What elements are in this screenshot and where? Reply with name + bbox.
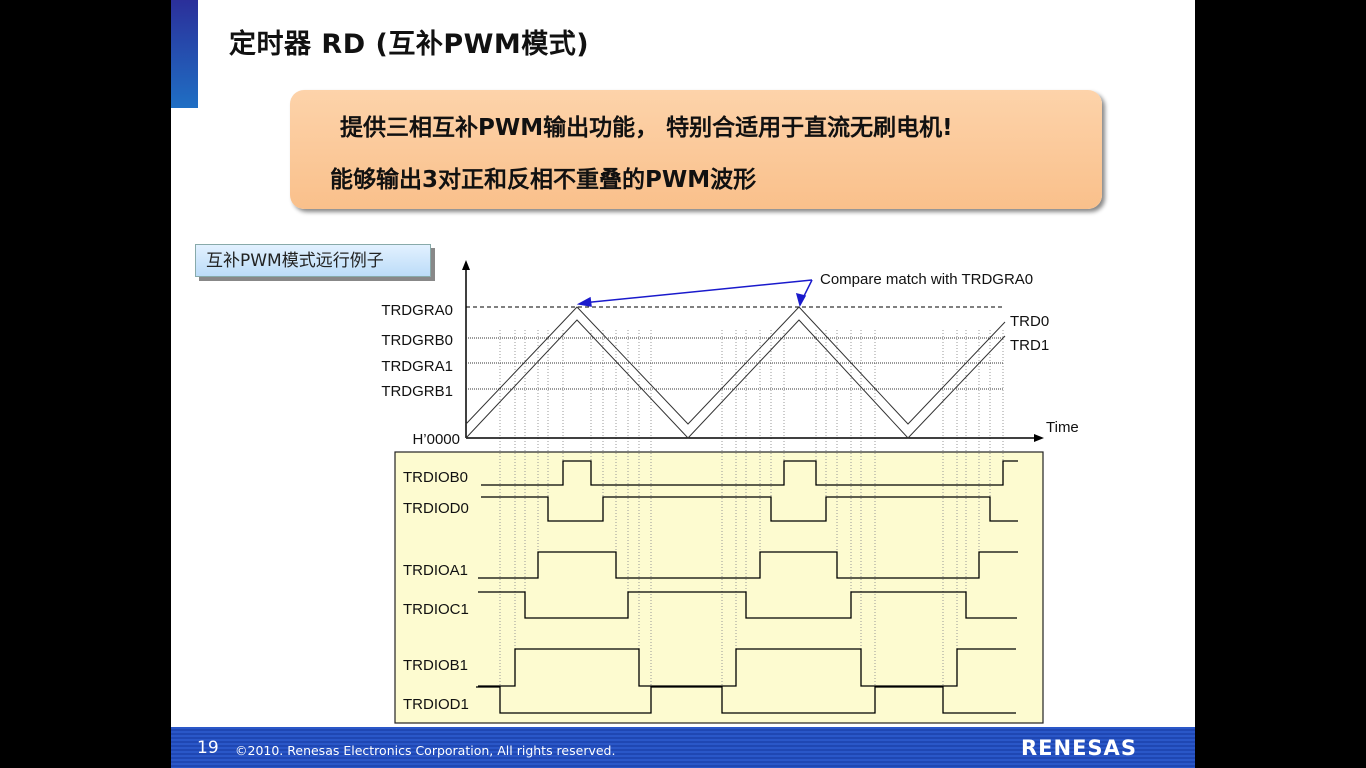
series-label: TRD1 <box>1010 337 1049 354</box>
level-label: TRDGRB1 <box>381 383 453 400</box>
trd0-wave <box>465 306 1006 425</box>
level-label: TRDGRA1 <box>381 358 453 375</box>
copyright: ©2010. Renesas Electronics Corporation, … <box>235 743 616 758</box>
callout-line-1: 提供三相互补PWM输出功能， 特别合适用于直流无刷电机! <box>340 115 953 141</box>
waveform-panel <box>394 451 1044 724</box>
pwm-signal <box>478 591 1017 619</box>
compare-match-arrows <box>576 279 813 307</box>
callout-line-2: 能够输出3对正和反相不重叠的PWM波形 <box>330 167 757 193</box>
signal-label: TRDIOD0 <box>403 500 469 517</box>
slide-title: 定时器 RD (互补PWM模式) <box>229 29 590 60</box>
level-label: TRDGRA0 <box>381 302 453 319</box>
trd1-wave <box>465 319 1006 439</box>
slide: 定时器 RD (互补PWM模式) 提供三相互补PWM输出功能， 特别合适用于直流… <box>171 0 1195 768</box>
time-label: Time <box>1046 419 1079 436</box>
y-axis-arrow-icon <box>462 260 470 270</box>
accent-bar <box>171 0 198 108</box>
x-axis-arrow-icon <box>1034 434 1044 442</box>
compare-match-annotation: Compare match with TRDGRA0 <box>820 271 1033 288</box>
signal-label: TRDIOB0 <box>403 469 468 486</box>
axes <box>465 266 1036 439</box>
page-number: 19 <box>197 738 219 758</box>
dotted-guides <box>499 330 1004 713</box>
level-label: H’0000 <box>412 431 460 448</box>
example-label: 互补PWM模式远行例子 <box>195 244 431 277</box>
signal-label: TRDIOD1 <box>403 696 469 713</box>
level-lines <box>466 306 1003 390</box>
footer: 19 ©2010. Renesas Electronics Corporatio… <box>171 727 1195 768</box>
series-label: TRD0 <box>1010 313 1049 330</box>
pwm-signal <box>481 460 1018 486</box>
pwm-signal <box>481 496 1018 522</box>
level-label: TRDGRB0 <box>381 332 453 349</box>
signal-label: TRDIOC1 <box>403 601 469 618</box>
renesas-logo: RENESAS <box>1021 736 1137 760</box>
signal-label: TRDIOB1 <box>403 657 468 674</box>
pwm-waveforms <box>476 460 1018 714</box>
pwm-signal <box>478 648 1016 687</box>
signal-label: TRDIOA1 <box>403 562 468 579</box>
callout-box: 提供三相互补PWM输出功能， 特别合适用于直流无刷电机! 能够输出3对正和反相不… <box>290 90 1102 209</box>
triangle-waves <box>465 306 1006 439</box>
pwm-signal <box>476 686 1016 714</box>
pwm-signal <box>478 551 1018 579</box>
